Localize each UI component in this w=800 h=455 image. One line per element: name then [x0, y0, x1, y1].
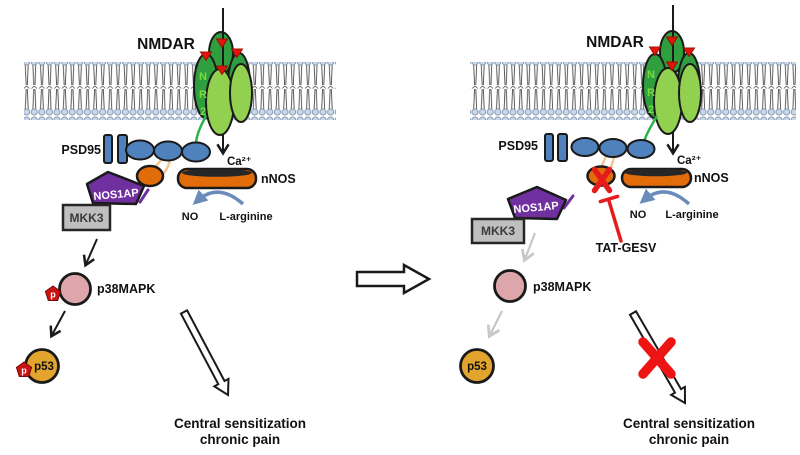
ligand-triangle-icon: [215, 38, 229, 49]
psd95-pdz-domain: [181, 141, 211, 163]
outcome-outline-arrow: [179, 309, 230, 397]
p38mapk-node: p p38MAPK: [44, 272, 155, 306]
outcome-text-line2: chronic pain: [649, 432, 729, 447]
nr2-letter: 2: [200, 106, 206, 118]
nos1ap-complex: NOS1AP MKK3: [61, 164, 165, 232]
nnos-label: nNOS: [261, 172, 296, 186]
p38mapk-node: p38MAPK: [493, 269, 591, 303]
nos1ap-label: NOS1AP: [513, 200, 559, 216]
phospho-badge-icon: [44, 285, 62, 301]
nr2-letter: R: [199, 89, 207, 101]
nos1ap-tail: [138, 188, 150, 204]
nr2-letter: 2: [648, 104, 654, 116]
inhibition-line: [607, 199, 623, 243]
phospho-letter: p: [21, 366, 27, 376]
ligand-triangle-icon: [665, 61, 679, 72]
p53-circle: [459, 348, 495, 384]
receptor-subunit-light-right: [229, 63, 253, 123]
p53-node: p53: [459, 348, 495, 384]
outcome-text-line1: Central sensitization: [174, 416, 306, 431]
nos1ap-tail: [562, 194, 575, 210]
psd95-pdz-domain: [125, 139, 155, 161]
nos1ap-label: NOS1AP: [93, 187, 139, 203]
p38mapk-circle: [493, 269, 527, 303]
mkk3-to-p38-arrow-faded: [520, 232, 537, 263]
tat-gesv-label: TAT-GESV: [596, 241, 657, 255]
ligand-triangle-icon: [648, 46, 662, 57]
nmdar-receptor: N R 2: [642, 5, 702, 156]
mkk3-label: MKK3: [481, 224, 515, 238]
l-arginine-label: L-arginine: [219, 211, 272, 223]
ligand-triangle-icon: [665, 36, 679, 47]
p38mapk-label: p38MAPK: [533, 280, 591, 294]
p38mapk-circle: [58, 272, 92, 306]
calcium-label: Ca²⁺: [677, 155, 702, 167]
nos1ap-binding-oval: [135, 164, 165, 188]
ligand-triangle-icon: [682, 47, 696, 58]
panel-transition-block-arrow: [355, 262, 432, 296]
outcome-text-line2: chronic pain: [200, 432, 280, 447]
phospho-letter: p: [50, 290, 56, 300]
lipid-bilayer-membrane-left: [24, 62, 336, 120]
nr2-psd95-linker: [194, 115, 208, 145]
nr2-letter: N: [199, 71, 207, 83]
psd95-pdz-domain: [570, 137, 600, 157]
psd95-domain-bar: [103, 134, 113, 164]
nmdar-receptor: N R 2: [193, 8, 253, 156]
p38-to-p53-arrow: [49, 310, 66, 339]
psd95-domain-bar: [544, 133, 554, 162]
p38mapk-label: p38MAPK: [97, 282, 155, 296]
mkk3-to-p38-arrow: [82, 238, 98, 268]
nnos-label: nNOS: [694, 171, 729, 185]
nmdar-label: NMDAR: [137, 36, 195, 53]
nr2-letter: R: [647, 87, 655, 99]
p53-node: p p53: [15, 348, 60, 384]
right-panel: NMDAR N R 2 Ca²⁺ PSD95: [459, 5, 796, 447]
psd95-pdz-domain: [153, 140, 183, 162]
psd95-domain-bar: [557, 133, 568, 162]
psd95-pdz-domain: [598, 138, 628, 158]
nnos-disk-top: [182, 168, 252, 177]
nnos-enzyme: nNOS NO L-arginine: [620, 167, 729, 221]
p38-to-p53-arrow-faded: [486, 310, 503, 339]
ligand-triangle-icon: [230, 48, 244, 59]
catalysis-arc-arrow: [639, 188, 691, 206]
mkk3-box: [470, 217, 526, 245]
nos1ap-pentagon: [85, 170, 146, 206]
nos1ap-pentagon: [506, 185, 568, 221]
receptor-subunit-light-right: [678, 63, 702, 123]
blocked-x-icon: [591, 166, 613, 194]
left-panel: NMDAR N R 2 Ca²⁺ PSD95: [15, 8, 336, 447]
ligand-triangle-icon: [215, 65, 229, 76]
mkk3-label: MKK3: [69, 211, 103, 225]
phospho-badge-icon: [15, 361, 33, 377]
psd95-label: PSD95: [498, 139, 538, 153]
lipid-bilayer-membrane-right: [470, 62, 796, 120]
no-label: NO: [182, 211, 199, 223]
psd95-scaffold: PSD95: [498, 115, 659, 171]
receptor-subunit-light-left: [653, 67, 683, 135]
nnos-enzyme: nNOS NO L-arginine: [176, 167, 296, 223]
l-arginine-label: L-arginine: [665, 209, 718, 221]
psd95-scaffold: PSD95: [61, 115, 211, 178]
nos1ap-complex: NOS1AP MKK3: [470, 185, 575, 245]
ligand-triangle-icon: [199, 51, 213, 62]
calcium-label: Ca²⁺: [227, 156, 252, 168]
mkk3-box: [61, 203, 112, 232]
nmdar-label: NMDAR: [586, 34, 644, 51]
psd95-pdz-domain: [626, 139, 656, 159]
no-label: NO: [630, 209, 647, 221]
catalysis-arc-arrow: [192, 189, 245, 206]
blocked-binding-site: TAT-GESV: [586, 165, 657, 255]
inhibition-tbar: [598, 194, 620, 204]
nnos-disk-top: [625, 168, 687, 177]
p53-label: p53: [34, 361, 54, 373]
psd95-label: PSD95: [61, 143, 101, 157]
p53-label: p53: [467, 361, 487, 373]
blocked-outcome-x-icon: [638, 337, 676, 379]
outcome-text-line1: Central sensitization: [623, 416, 755, 431]
nr2-letter: N: [647, 69, 655, 81]
